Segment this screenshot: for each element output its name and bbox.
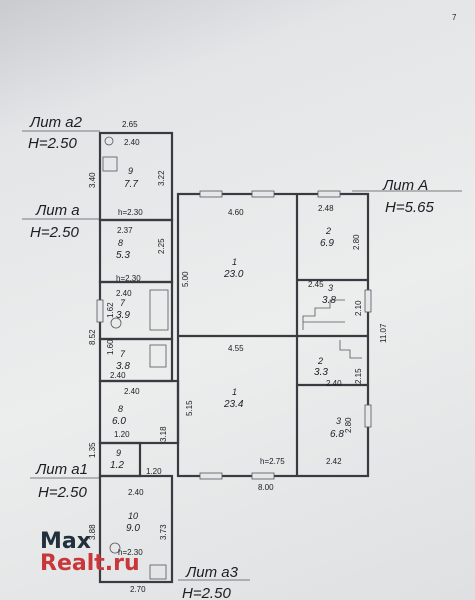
dimension-label: 4.60: [228, 208, 244, 217]
window: [199, 472, 223, 480]
dimension-label: 2.65: [122, 120, 138, 129]
dimension-label: h=2.30: [118, 208, 143, 217]
dimension-label: 2.70: [130, 585, 146, 594]
room-area: 23.0: [223, 269, 244, 280]
window: [364, 404, 372, 428]
window: [251, 472, 275, 480]
dimension-label: 2.40: [128, 488, 144, 497]
room-area: 6.8: [330, 429, 344, 440]
room-number: 9: [116, 448, 121, 458]
room-number: 7: [120, 349, 126, 359]
window: [199, 190, 223, 198]
room-number: 1: [232, 387, 237, 397]
dimension-label: 1.20: [114, 430, 130, 439]
dimension-label: 2.10: [354, 300, 363, 316]
room-area: 1.2: [110, 460, 124, 471]
lit-A-height: H=5.65: [385, 199, 434, 216]
dimension-label: 3.88: [88, 524, 97, 540]
dimension-label: 8.00: [258, 483, 274, 492]
bathtub-fixture: [149, 289, 169, 331]
dimension-label: 2.25: [157, 238, 166, 254]
lit-a2-label: Лит а2: [29, 114, 83, 131]
room-number: 2: [317, 356, 323, 366]
dimension-label: 5.00: [181, 271, 190, 287]
room-area: 5.3: [116, 250, 130, 261]
dimension-label: 2.40: [110, 371, 126, 380]
toilet-fixture: [110, 317, 122, 329]
dimension-label: h=2.30: [118, 548, 143, 557]
room-number: 9: [128, 166, 133, 176]
stairs-upper: [302, 299, 345, 330]
dimension-label: 1.35: [88, 442, 97, 458]
dimension-label: 2.80: [344, 417, 353, 433]
lit-a1-height: H=2.50: [38, 484, 87, 501]
room-area: 3.3: [314, 367, 328, 378]
dimension-label: 1.62: [106, 302, 115, 318]
shower-fixture: [149, 344, 167, 368]
dimension-label: 2.45: [308, 280, 324, 289]
dimension-label: h=2.30: [116, 274, 141, 283]
dimension-label: 2.37: [117, 226, 133, 235]
dimension-label: 2.15: [354, 368, 363, 384]
window: [251, 190, 275, 198]
watermark-max: Max: [40, 529, 91, 554]
room-area: 3.8: [322, 295, 336, 306]
lit-a2-height: H=2.50: [28, 135, 77, 152]
sink-fixture: [104, 136, 114, 146]
dimension-label: 2.42: [326, 457, 342, 466]
dimension-label: 3.40: [88, 172, 97, 188]
lit-a3-height: H=2.50: [182, 585, 231, 600]
dimension-label: 3.22: [157, 170, 166, 186]
room-area: 9.0: [126, 523, 140, 534]
room-area: 6.0: [112, 416, 126, 427]
dimension-label: 2.40: [326, 379, 342, 388]
room-number: 8: [118, 404, 123, 414]
room-10-walls: [98, 474, 174, 584]
stairs-lower: [339, 340, 362, 359]
dimension-label: 2.40: [124, 387, 140, 396]
dimension-label: 3.18: [159, 426, 168, 442]
watermark-realt: Realt.ru: [40, 551, 140, 576]
lit-a3-label: Лит а3: [185, 564, 239, 581]
sink-fixture: [109, 542, 121, 554]
window: [364, 289, 372, 313]
lit-A-label: Лит А: [382, 177, 428, 194]
lit-a-label: Лит а: [35, 202, 80, 219]
room-number: 1: [232, 257, 237, 267]
dimension-label: 8.52: [88, 329, 97, 345]
room-area: 23.4: [223, 399, 244, 410]
dimension-label: 1.20: [146, 467, 162, 476]
dimension-label: 2.40: [116, 289, 132, 298]
room-area: 6.9: [320, 238, 334, 249]
dimension-label: 5.15: [185, 400, 194, 416]
window: [317, 190, 341, 198]
lit-a1-label: Лит а1: [35, 461, 88, 478]
room-area: 3.8: [116, 361, 130, 372]
stove-fixture: [102, 156, 118, 172]
page-number: 7: [452, 13, 457, 22]
dimension-label: 11.07: [379, 323, 388, 343]
dimension-label: 2.48: [318, 204, 334, 213]
lit-a-height: H=2.50: [30, 224, 79, 241]
window: [96, 299, 104, 323]
room-area: 7.7: [124, 179, 138, 190]
dimension-label: 2.40: [124, 138, 140, 147]
dimension-label: 2.80: [352, 234, 361, 250]
room-number: 7: [120, 298, 126, 308]
room-number: 3: [328, 283, 333, 293]
room-number: 8: [118, 238, 123, 248]
room-number: 10: [128, 511, 138, 521]
room-number: 3: [336, 416, 341, 426]
dimension-label: 4.55: [228, 344, 244, 353]
dimension-label: h=2.75: [260, 457, 285, 466]
room-area: 3.9: [116, 310, 130, 321]
stove-fixture: [149, 564, 167, 580]
dimension-label: 1.60: [106, 339, 115, 355]
dimension-label: 3.73: [159, 524, 168, 540]
room-number: 2: [325, 226, 331, 236]
